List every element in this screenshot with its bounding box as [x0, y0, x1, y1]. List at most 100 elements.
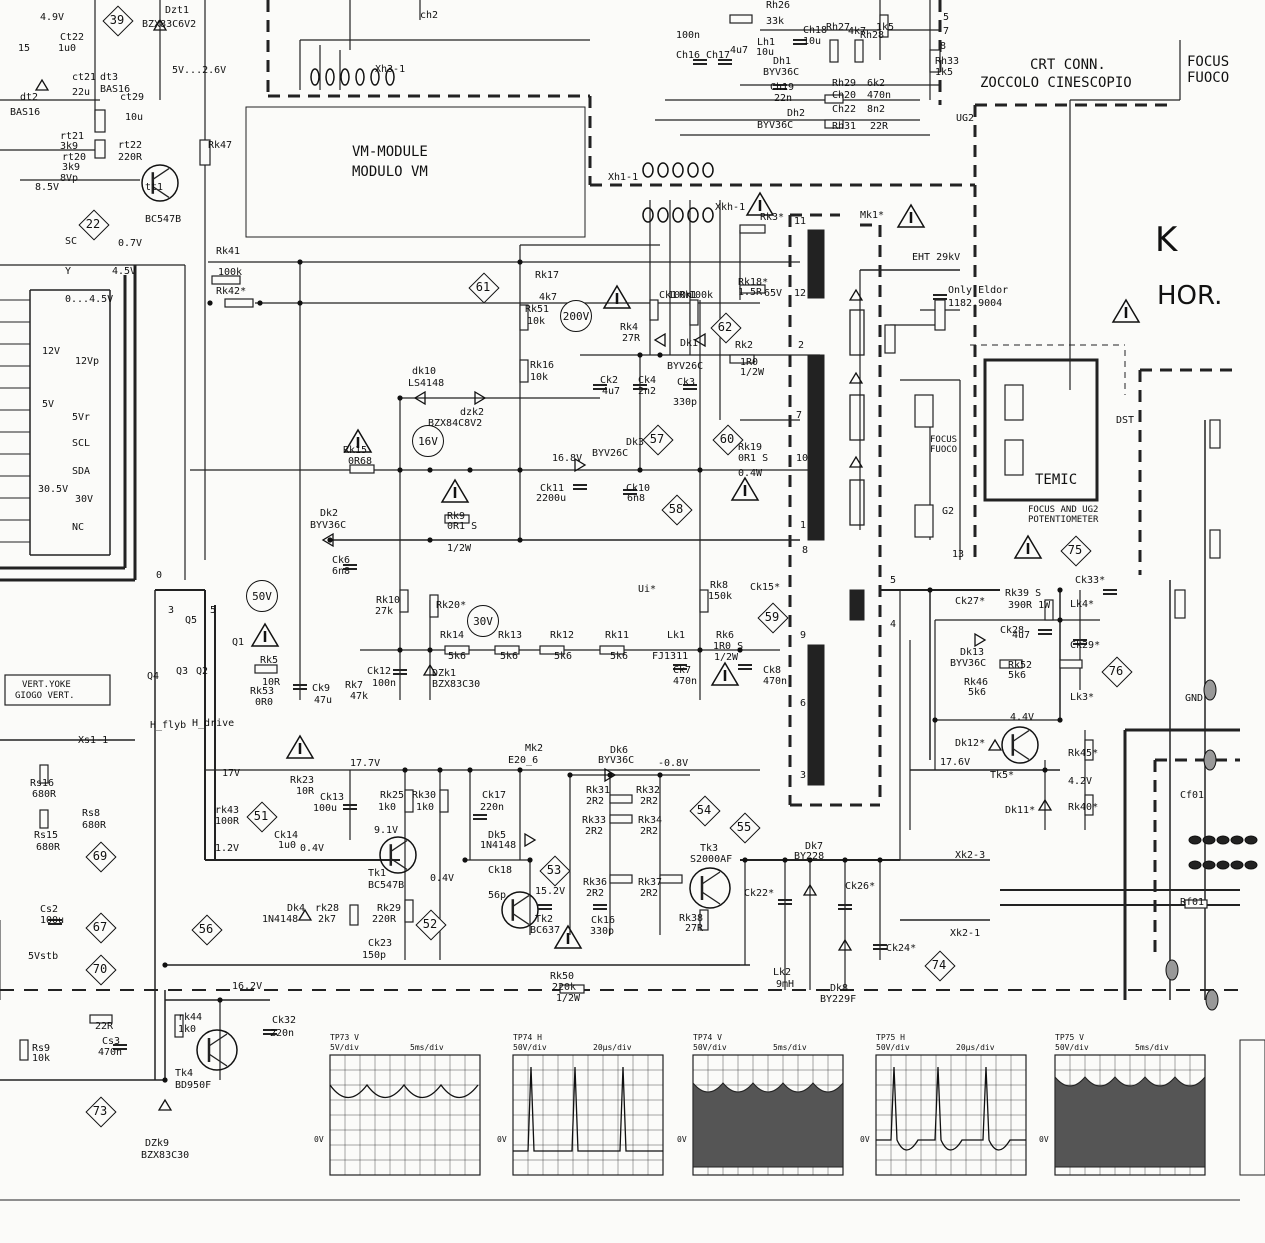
- component-label: 2R2: [640, 796, 659, 807]
- connector-pin: [672, 162, 684, 178]
- component-label: Ch17: [706, 50, 731, 61]
- component-label: 4: [890, 619, 897, 630]
- wire: [701, 871, 721, 885]
- wire: [701, 891, 721, 905]
- vert-yoke-box: [4, 674, 111, 706]
- vm-module-box: [245, 106, 586, 238]
- component-label: Lk4*: [1070, 599, 1095, 610]
- component-label: 8Vp: [60, 173, 79, 184]
- component-label: Rk18*: [738, 277, 769, 288]
- component-label: Rk4: [620, 322, 639, 333]
- test-point-number: 75: [1067, 543, 1083, 557]
- resistor-symbol: [699, 909, 709, 931]
- component-label: BC547B: [368, 880, 405, 891]
- component-label: Rk29: [377, 903, 402, 914]
- component-label: DZk1: [432, 668, 457, 679]
- connector-pin: [1203, 679, 1217, 701]
- component-label: Ch22: [832, 104, 857, 115]
- component-label: Ck17: [482, 790, 507, 801]
- component-label: 12V: [42, 346, 61, 357]
- resistor-symbol: [729, 354, 755, 364]
- component-label: 0R68: [348, 456, 373, 467]
- resistor-symbol: [739, 284, 766, 294]
- component-label: Cf01: [1180, 790, 1205, 801]
- eht-label: EHT 29kV: [912, 252, 961, 263]
- component-label: Rk34: [638, 815, 663, 826]
- component-label: 5: [210, 605, 217, 616]
- component-label: 4k7: [539, 292, 558, 303]
- component-label: 2R2: [640, 826, 659, 837]
- component-label: Mk1*: [860, 210, 885, 221]
- component-label: Rk50: [550, 971, 575, 982]
- wire: [208, 1033, 228, 1047]
- test-point-number: 53: [546, 863, 562, 877]
- component-label: 4u7: [602, 386, 621, 397]
- voltage-marker: 16V: [412, 425, 444, 457]
- resistor-symbol: [399, 589, 409, 613]
- component-label: Rh28: [860, 30, 885, 41]
- component-label: 65V: [764, 288, 783, 299]
- junction-dot: [927, 587, 933, 593]
- warning-triangle-icon: [250, 622, 280, 647]
- component-label: 1k0: [178, 1024, 197, 1035]
- component-label: 100n: [372, 678, 397, 689]
- resistor-symbol: [199, 139, 211, 166]
- component-label: 1R0 S: [713, 641, 744, 652]
- test-point-marker: 62: [711, 313, 739, 341]
- resistor-symbol: [914, 504, 934, 538]
- component-label: Ck2: [600, 375, 619, 386]
- junction-dot: [637, 467, 643, 473]
- component-label: 0.4W: [738, 468, 763, 479]
- resistor-symbol: [689, 299, 699, 326]
- component-label: Rs16: [30, 778, 55, 789]
- g2-label: G2: [942, 506, 955, 517]
- component-label: 0: [156, 570, 163, 581]
- connector-pin: [1244, 835, 1258, 845]
- component-label: Rk11: [605, 630, 630, 641]
- component-label: Rk6: [716, 630, 735, 641]
- component-label: 3k9: [60, 141, 79, 152]
- connector-pin: [657, 207, 669, 223]
- junction-dot: [607, 772, 613, 778]
- resistor-symbol: [659, 874, 683, 884]
- component-label: Y: [65, 266, 72, 277]
- potentiometer: [1004, 439, 1024, 476]
- component-label: 22R: [870, 121, 889, 132]
- test-point-number: 54: [696, 803, 712, 817]
- resistor-symbol: [94, 139, 106, 159]
- component-label: Tk2: [535, 914, 554, 925]
- focus-header: FOCUS: [1187, 54, 1230, 70]
- test-point-marker: 56: [192, 915, 220, 943]
- connector-pin: [1244, 860, 1258, 870]
- connector-pin: [1230, 860, 1244, 870]
- component-label: ct21: [72, 72, 97, 83]
- component-label: 1/2W: [740, 367, 765, 378]
- test-point-marker: 76: [1102, 657, 1130, 685]
- junction-dot: [637, 352, 643, 358]
- junction-dot: [567, 772, 573, 778]
- junction-dot: [427, 467, 433, 473]
- component-label: BYV36C: [310, 520, 347, 531]
- component-label: Rk10: [376, 595, 401, 606]
- component-label: Rh26: [766, 0, 791, 11]
- component-label: 0.4V: [300, 843, 325, 854]
- component-label: Rk8: [710, 580, 729, 591]
- component-label: Ck11: [540, 483, 565, 494]
- diode-split-winding: [849, 479, 865, 526]
- component-label: 1/2W: [556, 993, 581, 1004]
- component-label: BC637: [530, 925, 561, 936]
- component-label: 470n: [867, 90, 892, 101]
- component-label: Rk33: [582, 815, 607, 826]
- connector-pin: [325, 68, 335, 86]
- component-label: 100n: [668, 290, 693, 301]
- component-label: Ck33*: [1075, 575, 1106, 586]
- resistor-symbol: [884, 324, 896, 354]
- diode-symbol: [974, 632, 987, 648]
- component-label: 1/2W: [447, 543, 472, 554]
- scope-time-div: 20µs/div: [956, 1043, 995, 1052]
- component-label: Ck13: [320, 792, 345, 803]
- component-label: 470n: [673, 676, 698, 687]
- component-label: Dk13: [960, 647, 985, 658]
- component-label: 680R: [36, 842, 61, 853]
- component-label: 3: [168, 605, 175, 616]
